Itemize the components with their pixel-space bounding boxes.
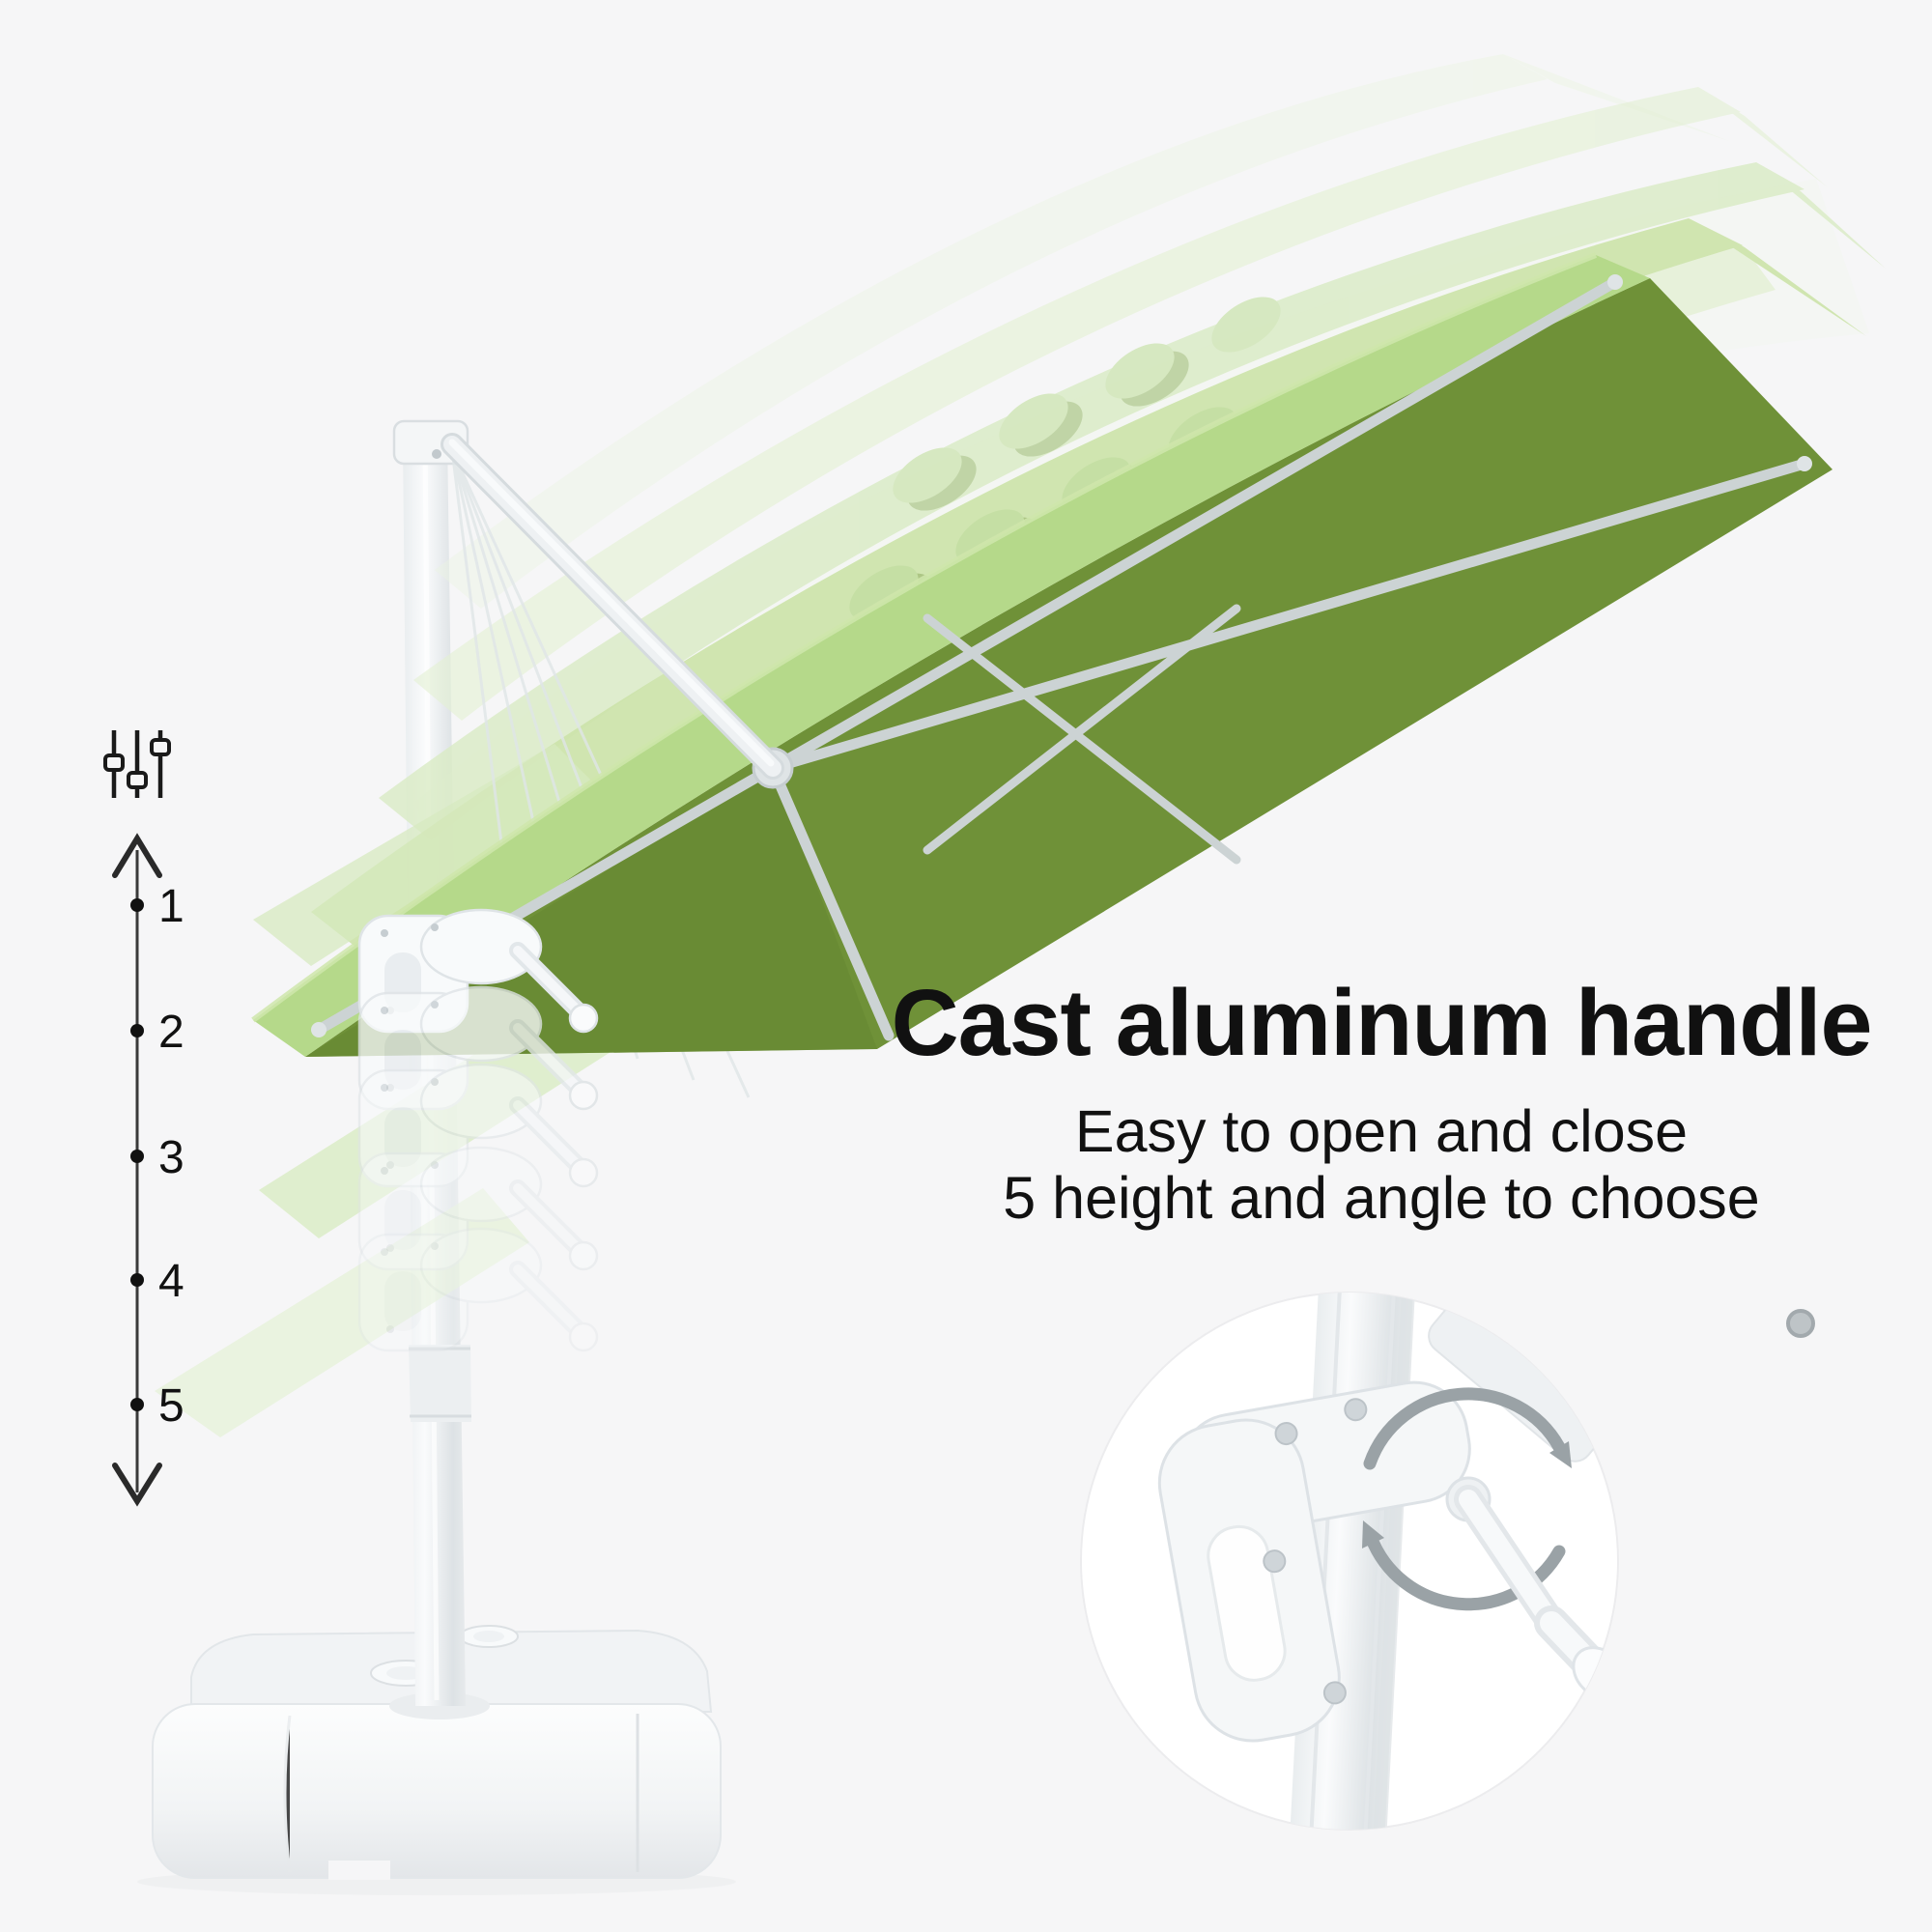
crank-closeup-inset <box>1080 1292 1815 1831</box>
scale-label-3: 3 <box>158 1132 185 1183</box>
canopy-ghost-wedge-top <box>253 744 595 966</box>
rotation-arrowhead <box>1549 1441 1572 1468</box>
rib-tip-cap <box>1797 456 1812 471</box>
inset-screws <box>1263 1398 1368 1705</box>
canopy-ribs <box>313 276 1810 1041</box>
arrow-up-icon <box>112 833 162 878</box>
base-notch <box>328 1861 390 1880</box>
valance-scallops <box>893 297 1281 511</box>
height-scale: 1 2 3 4 5 <box>112 833 185 1507</box>
cantilever-arm <box>440 433 784 780</box>
rotation-arrowhead <box>1362 1520 1384 1548</box>
rib-tip-cap <box>1607 274 1623 290</box>
scale-dot-3 <box>130 1150 144 1163</box>
canopy-top-edge-band <box>253 255 1650 1057</box>
scale-label-1: 1 <box>158 881 185 932</box>
feature-text-block: Cast aluminum handle Easy to open and cl… <box>831 970 1932 1232</box>
rotation-arrow-icon <box>1363 1387 1566 1611</box>
scale-dot-1 <box>130 898 144 912</box>
scale-label-5: 5 <box>158 1380 185 1432</box>
rib-tip-cap <box>311 1022 327 1037</box>
headline: Cast aluminum handle <box>891 970 1873 1075</box>
subline-1: Easy to open and close <box>1074 1097 1689 1164</box>
scale-label-4: 4 <box>158 1256 185 1307</box>
subline-2: 5 height and angle to choose <box>1003 1164 1760 1231</box>
sliders-icon <box>103 730 171 798</box>
scale-dot-5 <box>130 1398 144 1411</box>
scale-label-2: 2 <box>158 1007 185 1058</box>
canopy-ghost-2 <box>379 162 1886 840</box>
cap-screw <box>432 449 441 459</box>
umbrella-base <box>137 1625 736 1895</box>
pole-joint-collar <box>409 1345 471 1422</box>
rotation-dot-icon <box>1786 1309 1815 1338</box>
scale-dot-4 <box>130 1273 144 1287</box>
base-body <box>152 1703 722 1879</box>
arrow-down-icon <box>112 1463 162 1507</box>
canopy-ridge-highlight <box>251 252 1598 1023</box>
inset-crank <box>1445 1476 1618 1700</box>
scale-dot-2 <box>130 1024 144 1037</box>
